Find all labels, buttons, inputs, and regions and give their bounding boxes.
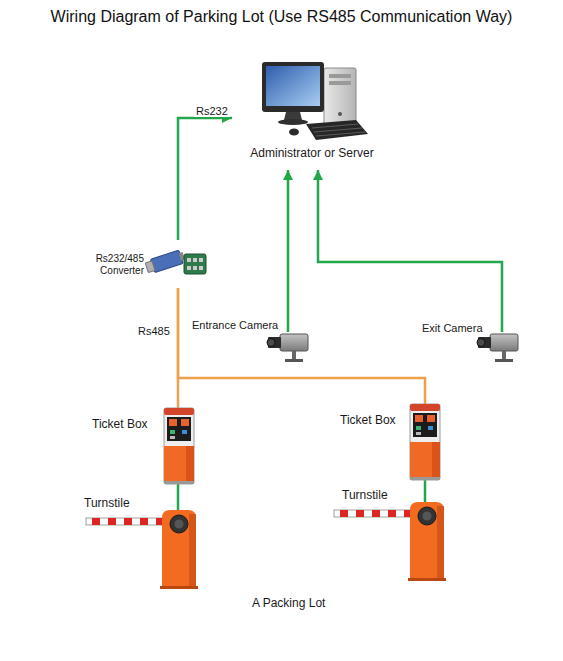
converter-icon (145, 249, 206, 274)
signal-line (177, 484, 180, 510)
node-label: Rs232/485 Converter (84, 253, 144, 277)
edge-label: Rs485 (136, 325, 172, 337)
node-label: Turnstile (84, 496, 130, 510)
converter-node: Rs232/485 Converter (84, 240, 212, 288)
node-label: Ticket Box (340, 413, 396, 427)
camera-icon (267, 334, 308, 362)
signal-line (178, 118, 232, 240)
ticket-box-icon (164, 408, 194, 484)
computer-icon (262, 62, 368, 140)
ticket-box-icon (410, 404, 440, 480)
node-label: Ticket Box (92, 417, 148, 431)
rs485-wire (178, 288, 425, 404)
node-label: Exit Camera (422, 322, 483, 335)
ticket-box-node: Ticket Box (338, 404, 444, 480)
diagram-title: Wiring Diagram of Parking Lot (Use RS485… (51, 8, 513, 26)
edge-label: Rs232 (194, 105, 230, 117)
signal-line (318, 170, 502, 332)
node-label: Turnstile (342, 488, 388, 502)
camera-icon (477, 334, 518, 362)
camera-node: Entrance Camera (192, 332, 308, 362)
server-node: Administrator or Server (232, 58, 394, 170)
barrier-gate-icon (334, 502, 446, 581)
signal-line (424, 480, 427, 502)
camera-node: Exit Camera (420, 332, 524, 362)
signal-line (287, 170, 290, 332)
node-label: Administrator or Server (232, 146, 392, 160)
turnstile-node: Turnstile (82, 510, 198, 590)
area-label: A Packing Lot (250, 596, 327, 610)
barrier-gate-icon (86, 510, 198, 589)
node-label: Entrance Camera (192, 319, 278, 332)
ticket-box-node: Ticket Box (92, 408, 198, 484)
turnstile-node: Turnstile (338, 502, 454, 582)
